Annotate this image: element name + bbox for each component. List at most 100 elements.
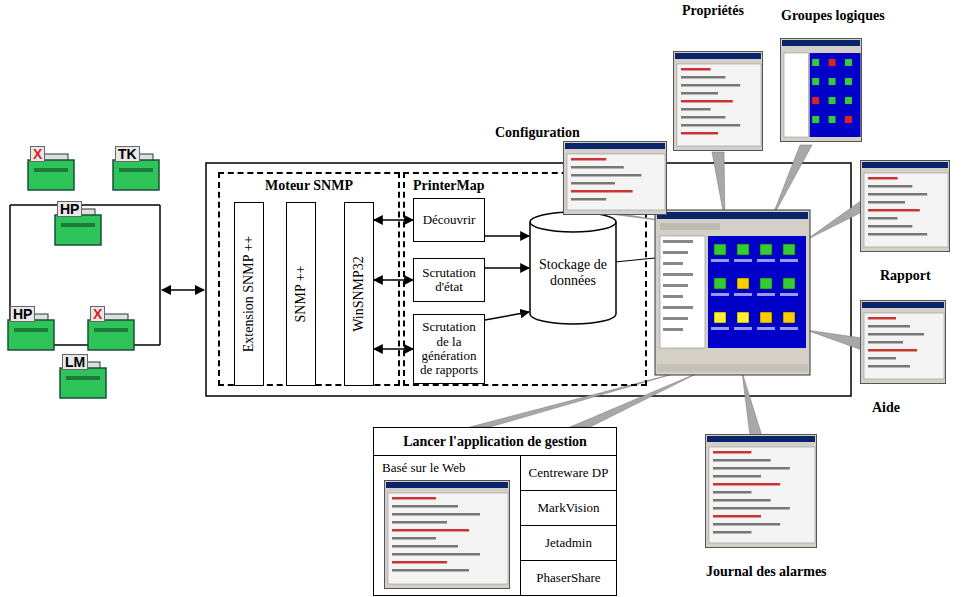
box-label: Découvrir	[423, 213, 476, 227]
connector	[485, 235, 529, 236]
printer-body	[55, 215, 101, 245]
window-icon	[783, 278, 795, 289]
window-row	[571, 158, 606, 161]
window-row	[392, 513, 480, 516]
window-row	[392, 529, 469, 532]
process-box: Scrutation de la génération de rapports	[413, 314, 485, 384]
connector	[485, 312, 529, 320]
window-row	[868, 185, 912, 188]
cylinder-rim	[530, 222, 616, 232]
window-row	[713, 491, 751, 494]
window-icon-caption	[757, 327, 775, 330]
window-row	[713, 507, 790, 510]
window-icon-caption	[780, 293, 798, 296]
window-row	[681, 68, 711, 71]
window-row	[713, 483, 780, 486]
box-label: Scrutation d'état	[417, 266, 481, 295]
window-icon	[829, 116, 836, 123]
window-row	[392, 505, 458, 508]
tree-item	[663, 284, 688, 287]
printer-label: TK	[115, 146, 140, 162]
main-window	[655, 210, 810, 375]
window-row	[868, 341, 903, 344]
window-icon	[737, 278, 749, 289]
engine-group: Moteur SNMPExtension SNMP ++SNMP ++WinSN…	[218, 172, 400, 386]
screenshot-callout: Aide	[858, 300, 948, 420]
window-icon-caption	[734, 259, 752, 262]
window-row	[681, 132, 718, 135]
window-row	[868, 225, 912, 228]
screenshot-callout: Rapport	[858, 160, 953, 288]
window-icon-caption	[757, 259, 775, 262]
window-icon	[783, 312, 795, 323]
screenshot-heading: Configuration	[495, 125, 580, 141]
table-cell: Basé sur le Web	[373, 455, 521, 596]
window-row	[868, 177, 898, 180]
layer-box: WinSNMP32	[344, 202, 374, 386]
window-content	[674, 52, 763, 151]
window-icon	[783, 244, 795, 255]
window-panel	[864, 313, 944, 379]
printer-body	[113, 160, 159, 190]
box-label: Jetadmin	[545, 536, 592, 550]
window-title-bar	[386, 482, 508, 488]
window-row	[713, 523, 780, 526]
printer-label: HP	[57, 201, 82, 217]
box-label: Centreware DP	[529, 466, 609, 480]
window-icon-caption	[711, 293, 729, 296]
window-content	[781, 39, 862, 142]
screenshot-callout: Configuration	[495, 125, 670, 217]
table-cell: Centreware DP	[520, 455, 617, 491]
storage-cylinder: Stockage de données	[529, 212, 617, 324]
window-panel	[677, 64, 761, 146]
window-icon-caption	[757, 293, 775, 296]
process-box: Scrutation d'état	[413, 258, 485, 302]
screenshot-window	[860, 300, 946, 384]
group-heading: Moteur SNMP	[220, 178, 398, 194]
window-row	[868, 209, 920, 212]
screenshot-callout: Propriétés	[668, 3, 768, 155]
tree-item	[663, 317, 688, 320]
storage-label: Stockage de données	[533, 257, 613, 289]
window-row	[713, 515, 761, 518]
window-row	[868, 349, 917, 352]
window-row	[868, 217, 898, 220]
window-icon	[812, 116, 819, 123]
icon-pane	[810, 53, 861, 137]
window-row	[681, 100, 733, 103]
tree-item	[663, 328, 683, 331]
window-row	[392, 545, 458, 548]
screenshot-callout: Groupes logiques	[775, 8, 915, 145]
window-content	[385, 481, 510, 589]
layer-label: WinSNMP32	[351, 256, 367, 332]
window-row	[868, 233, 927, 236]
window-icon-caption	[734, 327, 752, 330]
screenshot-heading: Rapport	[880, 268, 931, 284]
window-icon	[845, 78, 852, 85]
window-icon	[845, 116, 852, 123]
printer-label: X	[30, 146, 45, 162]
tree-item	[663, 262, 683, 265]
window-panel	[864, 173, 948, 247]
window-row	[392, 497, 436, 500]
screenshot-window	[705, 434, 817, 548]
window-icon	[829, 59, 836, 66]
window-icon-caption	[734, 293, 752, 296]
connector	[374, 219, 413, 220]
printer-body	[60, 368, 106, 398]
box-label: PhaserShare	[536, 571, 600, 585]
window-content	[706, 435, 817, 548]
window-row	[868, 365, 910, 368]
window-row	[571, 166, 624, 169]
box-label: MarkVision	[537, 501, 599, 515]
window-icon	[812, 97, 819, 104]
window-panel	[388, 493, 508, 584]
window-icon	[760, 278, 772, 289]
screenshot-window	[860, 160, 950, 252]
printer-slot	[66, 376, 100, 380]
group-heading: PrinterMap	[413, 178, 485, 194]
window-row	[868, 325, 910, 328]
window-row	[713, 467, 790, 470]
tree-item	[663, 306, 693, 309]
